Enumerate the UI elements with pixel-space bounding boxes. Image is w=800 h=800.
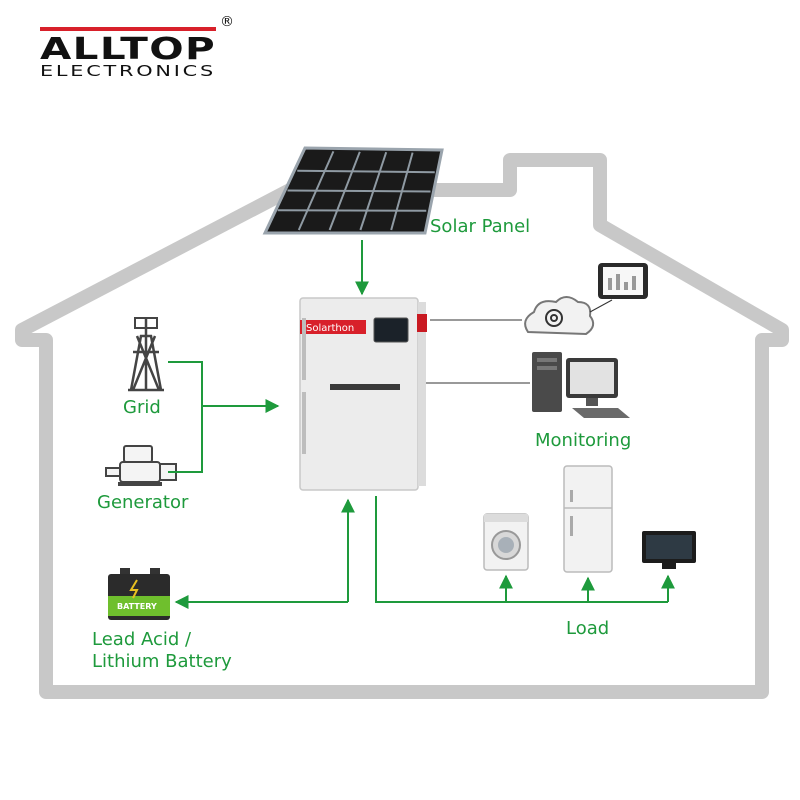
solar-panel-cell-divider <box>277 209 427 212</box>
label-battery-line1: Lead Acid / <box>92 629 192 650</box>
computer-icon <box>532 352 630 418</box>
tv-icon <box>642 531 696 569</box>
label-monitoring: Monitoring <box>535 430 631 451</box>
label-grid: Grid <box>123 397 161 418</box>
refrigerator-icon <box>563 465 613 573</box>
label-solar-panel: Solar Panel <box>430 216 530 237</box>
wire-cloud-to-tablet <box>589 299 613 313</box>
generator-icon <box>105 445 177 486</box>
solar-panel <box>262 146 444 235</box>
flow-lines <box>168 240 675 609</box>
logo-red-stripe <box>40 27 216 31</box>
inverter-screen <box>373 317 409 343</box>
washing-machine-icon <box>483 513 529 571</box>
logo-line1: ALLTOP <box>40 32 216 67</box>
solar-panel-cell-divider <box>287 189 431 193</box>
battery-badge-bg <box>108 596 170 616</box>
flow-grid-generator-bus <box>168 361 203 473</box>
battery-badge: BATTERY <box>117 602 157 611</box>
cloud-internet-icon <box>524 296 595 336</box>
registered-mark: ® <box>220 14 234 30</box>
label-load: Load <box>566 618 609 639</box>
solar-panel-cell-divider <box>297 169 435 174</box>
inverter-handle-top <box>302 318 306 380</box>
alltop-logo: ALLTOP ELECTRONICS ® <box>40 14 234 80</box>
inverter-red-knob <box>417 314 427 332</box>
label-battery-line2: Lithium Battery <box>92 651 232 672</box>
label-generator: Generator <box>97 492 189 513</box>
tablet-icon <box>598 263 648 299</box>
battery-bolt-icon <box>129 579 139 599</box>
inverter-brand: Solarthon <box>306 323 354 334</box>
flow-load-bus <box>375 496 668 603</box>
inverter-handle-bottom <box>302 392 306 454</box>
grid-tower-icon <box>128 317 164 392</box>
inverter-buttons <box>330 384 400 390</box>
inverter: Solarthon <box>299 297 427 491</box>
solar-panel-cells <box>277 150 435 231</box>
inverter-side <box>418 302 426 486</box>
logo-line2: ELECTRONICS <box>40 62 216 80</box>
battery-icon: BATTERY <box>108 568 170 620</box>
pc-keyboard <box>572 408 630 418</box>
inverter-brand-strip <box>300 320 366 334</box>
